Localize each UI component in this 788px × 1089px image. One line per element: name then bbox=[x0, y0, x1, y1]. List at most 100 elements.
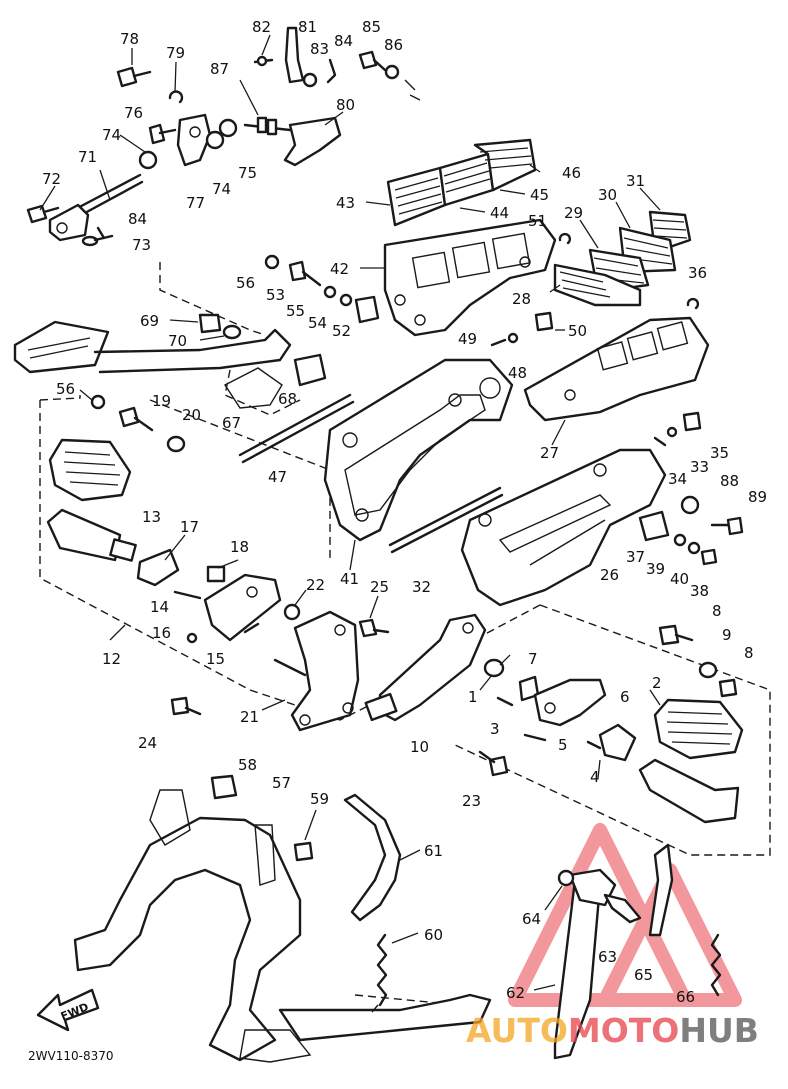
callout-14: 14 bbox=[150, 598, 169, 616]
forward-arrow: FWD bbox=[36, 988, 100, 1032]
callout-43: 43 bbox=[336, 194, 355, 212]
callout-63: 63 bbox=[598, 948, 617, 966]
right-footpeg-assembly bbox=[364, 613, 744, 824]
callout-78: 78 bbox=[120, 30, 139, 48]
left-footrest-bracket bbox=[360, 218, 572, 337]
callout-65: 65 bbox=[634, 966, 653, 984]
callout-7: 7 bbox=[528, 650, 538, 668]
callout-80: 80 bbox=[336, 96, 355, 114]
callout-55: 55 bbox=[286, 302, 305, 320]
callout-5: 5 bbox=[558, 736, 568, 754]
shift-linkage-group bbox=[26, 26, 421, 247]
callout-21: 21 bbox=[240, 708, 259, 726]
callout-84: 84 bbox=[334, 32, 353, 50]
callout-26: 26 bbox=[600, 566, 619, 584]
callout-34: 34 bbox=[668, 470, 687, 488]
callout-12: 12 bbox=[102, 650, 121, 668]
callout-49: 49 bbox=[458, 330, 477, 348]
callout-40: 40 bbox=[670, 570, 689, 588]
callout-10: 10 bbox=[410, 738, 429, 756]
callout-45: 45 bbox=[530, 186, 549, 204]
callout-73: 73 bbox=[132, 236, 151, 254]
callout-71: 71 bbox=[78, 148, 97, 166]
callout-89: 89 bbox=[748, 488, 767, 506]
callout-4: 4 bbox=[590, 768, 600, 786]
callout-3: 3 bbox=[490, 720, 500, 738]
callout-60: 60 bbox=[424, 926, 443, 944]
callout-31: 31 bbox=[626, 172, 645, 190]
callout-72: 72 bbox=[42, 170, 61, 188]
callout-37: 37 bbox=[626, 548, 645, 566]
footpeg-rubbers-group bbox=[365, 138, 692, 307]
right-footrest-brackets bbox=[388, 297, 744, 607]
callout-44: 44 bbox=[490, 204, 509, 222]
callout-77: 77 bbox=[186, 194, 205, 212]
callout-57: 57 bbox=[272, 774, 291, 792]
callout-53: 53 bbox=[266, 286, 285, 304]
callout-74: 74 bbox=[212, 180, 231, 198]
callout-52: 52 bbox=[332, 322, 351, 340]
callout-41: 41 bbox=[340, 570, 359, 588]
callout-79: 79 bbox=[166, 44, 185, 62]
callout-68: 68 bbox=[278, 390, 297, 408]
callout-1: 1 bbox=[468, 688, 478, 706]
callout-42: 42 bbox=[330, 260, 349, 278]
callout-36: 36 bbox=[688, 264, 707, 282]
callout-61: 61 bbox=[424, 842, 443, 860]
main-footrest-bracket bbox=[238, 358, 514, 571]
watermark-logo bbox=[508, 823, 742, 1007]
callout-51: 51 bbox=[528, 212, 547, 230]
callout-labels: 78 79 82 81 83 84 85 86 87 80 76 74 71 7… bbox=[42, 18, 767, 1006]
callout-29: 29 bbox=[564, 204, 583, 222]
callout-87: 87 bbox=[210, 60, 229, 78]
callout-46: 46 bbox=[562, 164, 581, 182]
callout-22: 22 bbox=[306, 576, 325, 594]
callout-28: 28 bbox=[512, 290, 531, 308]
callout-38: 38 bbox=[690, 582, 709, 600]
watermark-text: AUTOMOTOHUB bbox=[466, 1011, 759, 1050]
callout-16: 16 bbox=[152, 624, 171, 642]
callout-74: 74 bbox=[102, 126, 121, 144]
callout-64: 64 bbox=[522, 910, 541, 928]
callout-13: 13 bbox=[142, 508, 161, 526]
callout-33: 33 bbox=[690, 458, 709, 476]
callout-81: 81 bbox=[298, 18, 317, 36]
callout-39: 39 bbox=[646, 560, 665, 578]
callout-18: 18 bbox=[230, 538, 249, 556]
callout-75: 75 bbox=[238, 164, 257, 182]
center-stand-group bbox=[73, 774, 492, 1063]
callout-15: 15 bbox=[206, 650, 225, 668]
callout-6: 6 bbox=[620, 688, 630, 706]
callout-56: 56 bbox=[56, 380, 75, 398]
callout-8: 8 bbox=[744, 644, 754, 662]
watermark-part1: AUTO bbox=[466, 1011, 568, 1050]
callout-67: 67 bbox=[222, 414, 241, 432]
group-outlines bbox=[39, 262, 771, 1006]
callout-76: 76 bbox=[124, 104, 143, 122]
callout-19: 19 bbox=[152, 392, 171, 410]
callout-27: 27 bbox=[540, 444, 559, 462]
callout-32: 32 bbox=[412, 578, 431, 596]
callout-62: 62 bbox=[506, 984, 525, 1002]
callout-84: 84 bbox=[128, 210, 147, 228]
callout-54: 54 bbox=[308, 314, 327, 332]
brake-pedal-group bbox=[13, 313, 327, 410]
callout-58: 58 bbox=[238, 756, 257, 774]
callout-20: 20 bbox=[182, 406, 201, 424]
callout-17: 17 bbox=[180, 518, 199, 536]
callout-8: 8 bbox=[712, 602, 722, 620]
callout-9: 9 bbox=[722, 626, 732, 644]
callout-59: 59 bbox=[310, 790, 329, 808]
side-stand-group bbox=[533, 843, 722, 1060]
callout-83: 83 bbox=[310, 40, 329, 58]
callout-50: 50 bbox=[568, 322, 587, 340]
callout-25: 25 bbox=[370, 578, 389, 596]
watermark-part2: MOTO bbox=[568, 1011, 679, 1050]
callout-85: 85 bbox=[362, 18, 381, 36]
callout-2: 2 bbox=[652, 674, 662, 692]
callout-35: 35 bbox=[710, 444, 729, 462]
callout-24: 24 bbox=[138, 734, 157, 752]
callout-70: 70 bbox=[168, 332, 187, 350]
callout-23: 23 bbox=[462, 792, 481, 810]
